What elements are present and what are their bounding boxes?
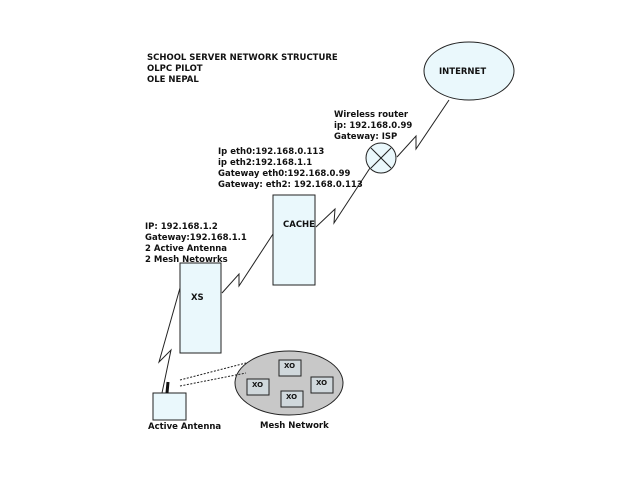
xo-node (246, 378, 270, 396)
xs-server-box (179, 262, 222, 354)
link-cache-router (315, 167, 371, 228)
link-router-internet (396, 99, 450, 158)
title-line: OLE NEPAL (147, 75, 199, 85)
xo-node (278, 359, 302, 377)
cache-server-box (272, 194, 316, 286)
xs-info: IP: 192.168.1.2 Gateway:192.168.1.1 2 Ac… (145, 222, 247, 266)
title-line: SCHOOL SERVER NETWORK STRUCTURE (147, 53, 338, 63)
cache-label: CACHE (283, 220, 315, 230)
xs-info-line: IP: 192.168.1.2 (145, 222, 218, 232)
wireless-link (179, 362, 247, 381)
router-info-line: Wireless router (334, 110, 409, 120)
cache-info: Ip eth0:192.168.0.113 ip eth2:192.168.1.… (218, 147, 363, 191)
xo-label: XO (252, 381, 264, 389)
internet-label: INTERNET (439, 67, 487, 77)
antenna-label: Active Antenna (148, 422, 222, 432)
cache-info-line: Gateway eth0:192.168.0.99 (218, 169, 351, 179)
xs-info-line: 2 Active Antenna (145, 244, 228, 254)
mesh-network-label: Mesh Network (260, 421, 329, 431)
router-info-line: ip: 192.168.0.99 (334, 121, 413, 131)
router-info: Wireless router ip: 192.168.0.99 Gateway… (334, 110, 412, 143)
xo-node (280, 390, 304, 408)
antenna-box (152, 392, 187, 421)
diagram-title: SCHOOL SERVER NETWORK STRUCTURE OLPC PIL… (147, 53, 338, 86)
xo-node (310, 376, 334, 394)
link-xs-cache (221, 233, 274, 294)
xo-label: XO (284, 362, 296, 370)
router-info-line: Gateway: ISP (334, 132, 398, 142)
internet-cloud (423, 41, 515, 101)
xs-info-line: Gateway:192.168.1.1 (145, 233, 247, 243)
antenna-stick (165, 381, 170, 394)
xs-label: XS (191, 293, 204, 303)
mesh-network-ellipse (234, 350, 344, 416)
title-line: OLPC PILOT (147, 64, 203, 74)
cache-info-line: ip eth2:192.168.1.1 (218, 158, 313, 168)
router-icon (365, 142, 397, 174)
link-antenna-xs (157, 287, 181, 394)
cache-info-line: Ip eth0:192.168.0.113 (218, 147, 325, 157)
xs-info-line: 2 Mesh Netowrks (145, 255, 228, 265)
xo-label: XO (286, 393, 298, 401)
wireless-link (179, 372, 247, 387)
cache-info-line: Gateway: eth2: 192.168.0.113 (218, 180, 363, 190)
xo-label: XO (316, 379, 328, 387)
